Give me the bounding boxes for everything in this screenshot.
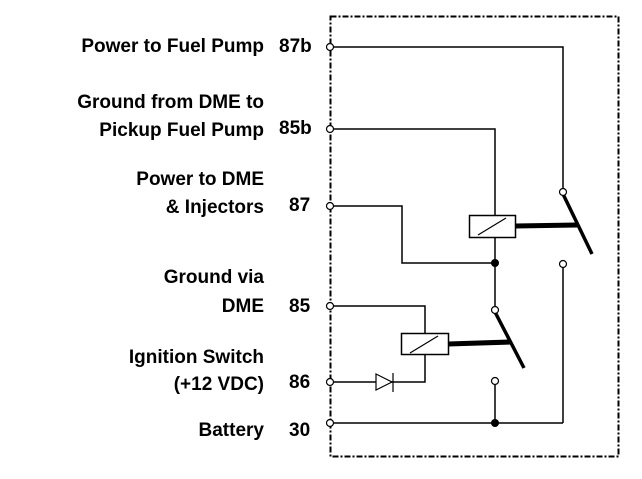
terminal-87b — [325, 42, 335, 52]
label-power-to-fuel-pump: Power to Fuel Pump — [81, 36, 264, 57]
pin-85b: 85b — [279, 118, 312, 139]
label-power-to-dme-line1: Power to DME — [136, 169, 264, 190]
upper-switch-common-contact — [558, 187, 568, 197]
pin-87b: 87b — [279, 36, 312, 57]
upper-switch-blade — [561, 193, 594, 255]
label-ground-via-dme-line2: DME — [221, 296, 264, 317]
lower-relay-actuator — [447, 339, 512, 347]
pin-87: 87 — [289, 195, 311, 216]
wire-85b — [334, 128, 496, 215]
lower-relay-coil — [400, 332, 450, 356]
terminal-87 — [325, 201, 335, 211]
diode-icon — [375, 373, 394, 392]
terminal-86 — [325, 377, 335, 387]
pin-86: 86 — [289, 372, 311, 393]
wire-87 — [334, 205, 495, 264]
label-power-to-dme-line2: & Injectors — [165, 197, 264, 218]
terminal-85b — [325, 124, 335, 134]
lower-switch-blade — [493, 311, 526, 369]
lower-switch-open-contact — [490, 376, 500, 386]
label-ground-from-dme-line2: Pickup Fuel Pump — [99, 120, 264, 141]
upper-switch-nc-contact — [558, 259, 568, 269]
terminal-30 — [325, 418, 335, 428]
wire-86 — [334, 354, 426, 383]
label-ground-via-dme-line1: Ground via — [163, 267, 264, 288]
upper-relay-coil — [468, 214, 517, 239]
label-ground-from-dme-line1: Ground from DME to — [77, 92, 264, 113]
junction-dot-87 — [491, 259, 499, 267]
terminal-85 — [325, 301, 335, 311]
junction-dot-30 — [491, 419, 499, 427]
lower-switch-common-contact — [490, 305, 500, 315]
upper-relay-actuator — [514, 222, 578, 229]
relay-housing-border — [329, 15, 620, 458]
label-ignition-switch-line1: Ignition Switch — [128, 347, 264, 368]
wire-85 — [334, 305, 426, 333]
pin-85: 85 — [289, 296, 311, 317]
label-ignition-switch-line2: (+12 VDC) — [173, 374, 264, 395]
label-battery: Battery — [198, 420, 264, 441]
wire-87b — [334, 46, 564, 188]
pin-30: 30 — [289, 420, 311, 441]
